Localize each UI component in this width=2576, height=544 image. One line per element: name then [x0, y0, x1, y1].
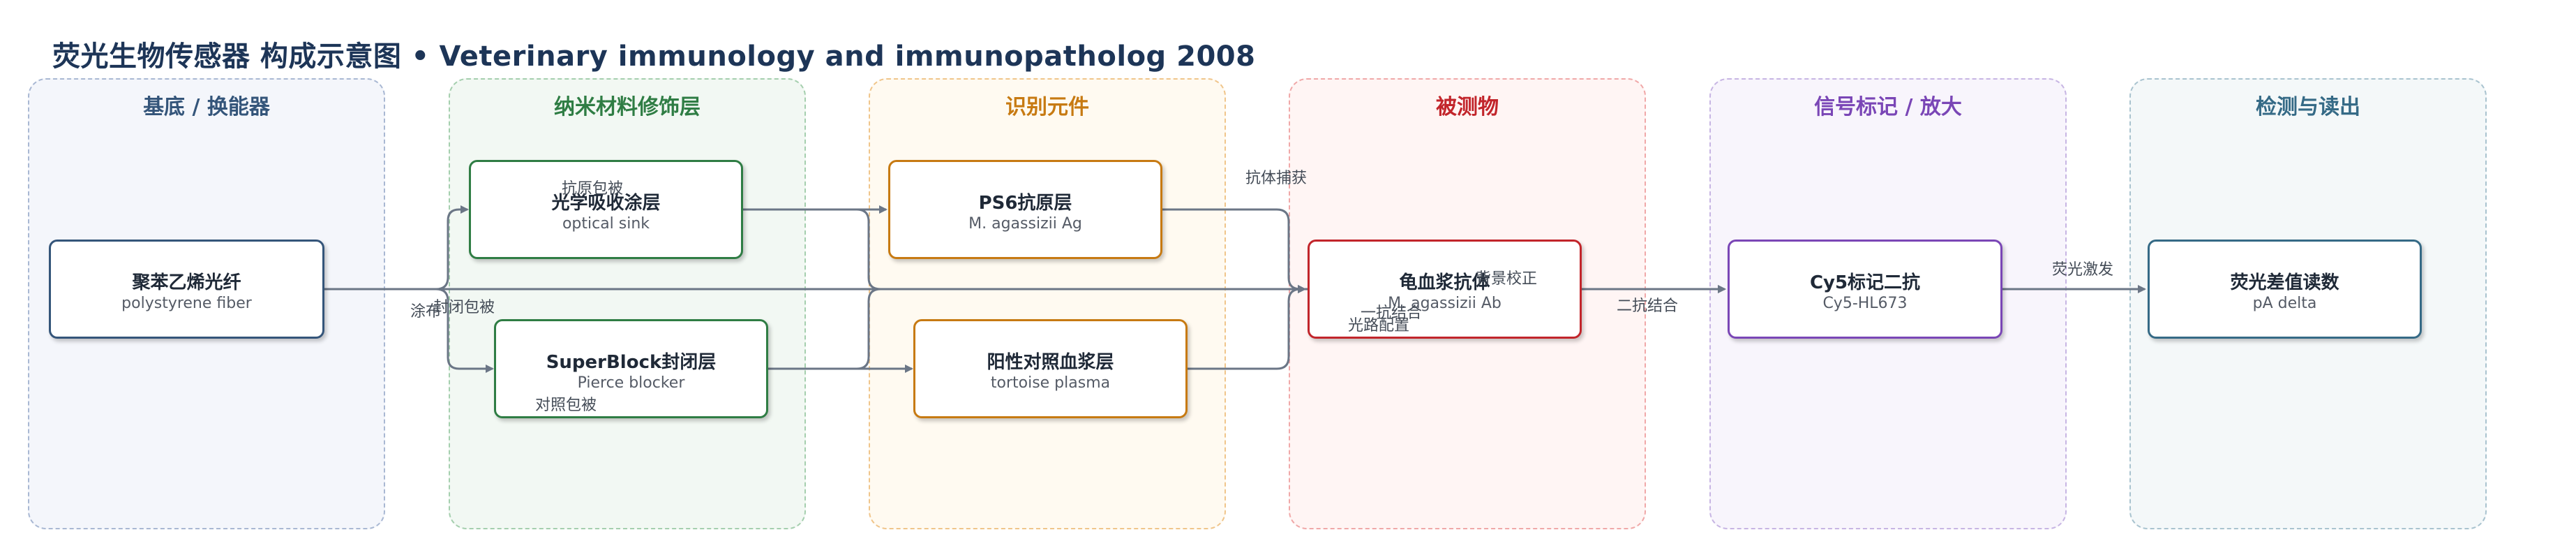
- node-polystyrene-fiber[interactable]: 聚苯乙烯光纤 polystyrene fiber: [49, 240, 324, 339]
- node-title: 光学吸收涂层: [551, 193, 661, 214]
- node-subtitle: pA delta: [2252, 295, 2317, 312]
- node-subtitle: optical sink: [562, 215, 650, 233]
- node-title: 龟血浆抗体: [1399, 272, 1490, 293]
- node-cy5-secondary[interactable]: Cy5标记二抗 Cy5-HL673: [1728, 240, 2002, 339]
- column-nano-layer: 纳米材料修饰层: [449, 78, 806, 529]
- column-header: 信号标记 / 放大: [1814, 95, 1962, 119]
- node-title: 聚苯乙烯光纤: [132, 272, 241, 293]
- title-main: 荧光生物传感器 构成示意图: [52, 41, 402, 73]
- edge-label-coat: 涂布: [410, 303, 442, 321]
- node-title: 阳性对照血浆层: [987, 352, 1114, 373]
- node-title: PS6抗原层: [978, 193, 1072, 214]
- node-superblock[interactable]: SuperBlock封闭层 Pierce blocker: [494, 319, 768, 418]
- edge-label-capture: 抗体捕获: [1245, 170, 1308, 187]
- node-subtitle: tortoise plasma: [990, 374, 1111, 392]
- edge-label-excitation: 荧光激发: [2052, 261, 2114, 279]
- edge-label-control-coat: 对照包被: [535, 397, 597, 414]
- edge-label-secondary-bind: 二抗结合: [1617, 297, 1679, 315]
- node-readout[interactable]: 荧光差值读数 pA delta: [2148, 240, 2422, 339]
- column-header: 被测物: [1436, 95, 1499, 119]
- edge-label-background: 背景校正: [1476, 270, 1538, 288]
- node-subtitle: Cy5-HL673: [1822, 295, 1908, 312]
- column-header: 检测与读出: [2256, 95, 2360, 119]
- node-title: 荧光差值读数: [2230, 272, 2339, 293]
- edge-label-antigen-coat: 抗原包被: [562, 180, 624, 198]
- edge-label-block-coat: 封闭包被: [433, 299, 495, 316]
- node-title: SuperBlock封闭层: [546, 352, 717, 373]
- node-subtitle: M. agassizii Ab: [1388, 295, 1502, 312]
- node-control-plasma[interactable]: 阳性对照血浆层 tortoise plasma: [913, 319, 1188, 418]
- edge-label-path-config: 光路配置: [1348, 317, 1410, 335]
- column-header: 基底 / 换能器: [143, 95, 270, 119]
- column-header: 识别元件: [1005, 95, 1089, 119]
- column-header: 纳米材料修饰层: [554, 95, 701, 119]
- node-ps6-antigen[interactable]: PS6抗原层 M. agassizii Ag: [888, 160, 1162, 259]
- node-title: Cy5标记二抗: [1809, 272, 1921, 293]
- diagram-title: 荧光生物传感器 构成示意图 • Veterinary immunology and …: [52, 34, 1255, 74]
- edge-label-primary-bind: 一抗结合: [1361, 304, 1423, 322]
- title-subtitle: Veterinary immunology and immunopatholog…: [439, 41, 1256, 73]
- title-separator: •: [411, 41, 430, 73]
- node-subtitle: M. agassizii Ag: [968, 215, 1082, 233]
- node-tortoise-antibody[interactable]: 龟血浆抗体 M. agassizii Ab: [1308, 240, 1582, 339]
- node-subtitle: polystyrene fiber: [121, 295, 252, 312]
- column-recognition: 识别元件: [869, 78, 1226, 529]
- node-optical-sink[interactable]: 光学吸收涂层 optical sink: [469, 160, 743, 259]
- node-subtitle: Pierce blocker: [577, 374, 685, 392]
